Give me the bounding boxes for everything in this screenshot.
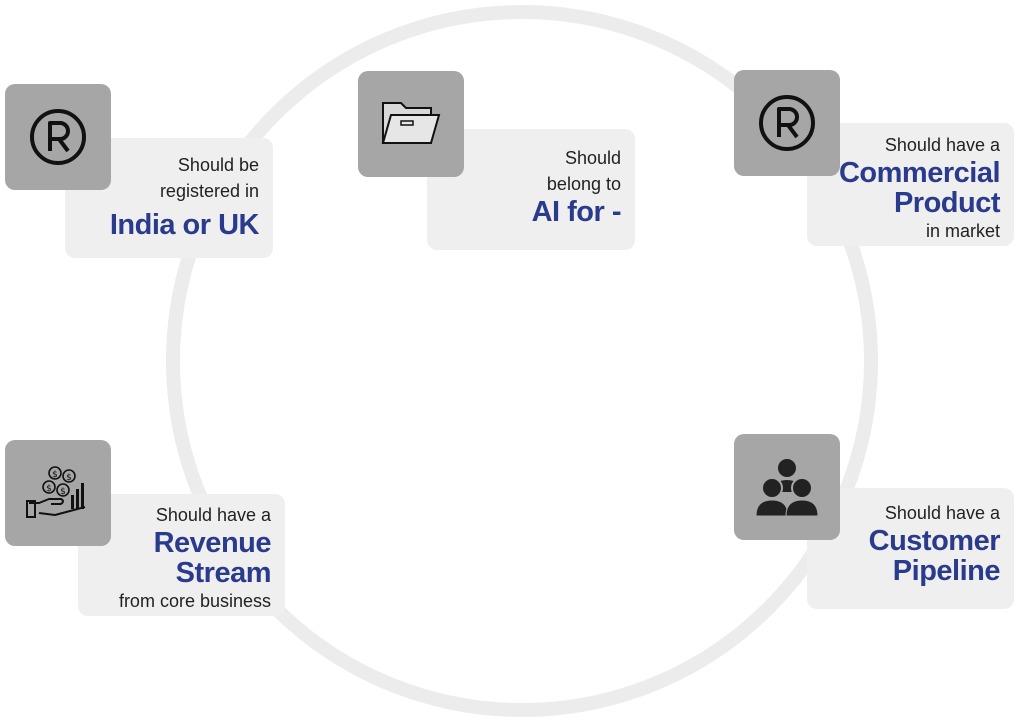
criterion-text: belong to xyxy=(546,174,621,194)
folder-icon xyxy=(381,102,441,144)
criterion-highlight: Customer xyxy=(868,525,1001,557)
criterion-text: Should xyxy=(564,148,621,168)
criterion-highlight: Product xyxy=(893,187,1001,219)
criterion-text: Should have a xyxy=(884,503,1000,523)
svg-text:$: $ xyxy=(52,470,58,480)
criterion-card-revenue: Should have a Revenue Stream from core b… xyxy=(78,494,285,616)
criterion-highlight: Commercial xyxy=(838,157,1001,189)
registered-icon xyxy=(759,95,815,151)
svg-text:$: $ xyxy=(46,484,52,494)
product-tile xyxy=(734,70,840,176)
registered-icon xyxy=(30,109,86,165)
criterion-highlight: Stream xyxy=(175,557,272,589)
customer-group-icon xyxy=(755,457,819,517)
revenue-tile: $ $ $ $ xyxy=(5,440,111,546)
criterion-highlight: India or UK xyxy=(109,209,260,241)
domain-tile xyxy=(358,71,464,177)
registration-tile xyxy=(5,84,111,190)
criterion-text: from core business xyxy=(118,591,271,611)
criterion-text: Should have a xyxy=(155,505,271,525)
svg-text:$: $ xyxy=(66,473,72,483)
criterion-card-product: Should have a Commercial Product in mark… xyxy=(807,123,1014,246)
criterion-card-customers: Should have a Customer Pipeline xyxy=(807,488,1014,609)
svg-text:$: $ xyxy=(60,487,66,497)
criterion-highlight: Revenue xyxy=(153,527,272,559)
criterion-text: Should have a xyxy=(884,135,1000,155)
criterion-text: in market xyxy=(925,221,1000,241)
criterion-highlight: AI for - xyxy=(531,196,622,228)
customers-tile xyxy=(734,434,840,540)
criterion-highlight: Pipeline xyxy=(892,555,1001,587)
revenue-hand-icon: $ $ $ $ xyxy=(26,466,86,518)
criterion-card-registration: Should be registered in India or UK xyxy=(65,138,273,258)
criterion-text: registered in xyxy=(159,181,259,201)
criterion-text: Should be xyxy=(177,155,259,175)
